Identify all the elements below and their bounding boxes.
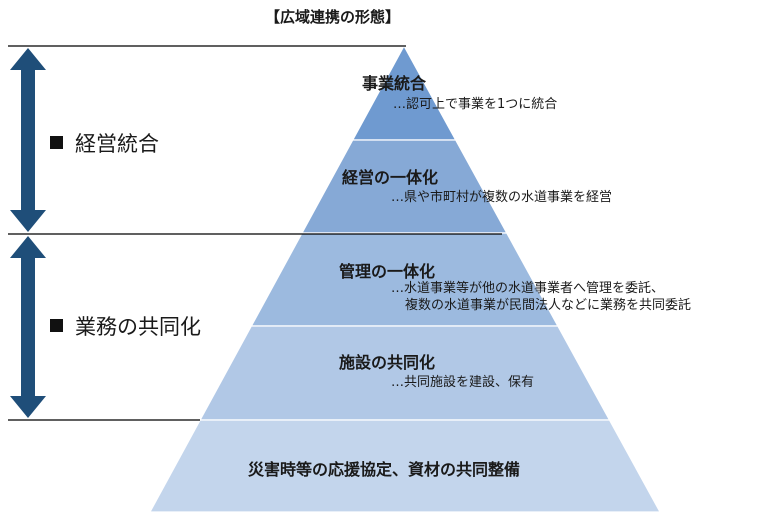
level-desc-business-integration: …認可上で事業を1つに統合 [393, 97, 558, 112]
operations-sharing-arrow [10, 236, 46, 418]
pyramid-level-4 [199, 325, 611, 421]
level-title-disaster-agreement: 災害時等の応援協定、資材の共同整備 [248, 460, 521, 479]
level-desc-facility-sharing: …共同施設を建設、保有 [391, 375, 535, 390]
level-desc-administration-unification-line1: …水道事業等が他の水道事業者へ管理を委託、 [391, 281, 665, 296]
management-integration-arrow [10, 48, 46, 232]
level-desc-administration-unification-line2: 複数の水道事業が民間法人などに業務を共同委託 [405, 298, 692, 313]
diagram-title: 【広域連携の形態】 [265, 8, 401, 26]
level-title-management-unification: 経営の一体化 [342, 168, 439, 187]
level-desc-management-unification: …県や市町村が複数の水道事業を経営 [391, 190, 613, 205]
level-title-facility-sharing: 施設の共同化 [339, 353, 436, 372]
square-bullet-icon [50, 319, 63, 332]
group-label-operations-sharing: 業務の共同化 [50, 311, 201, 341]
level-title-administration-unification: 管理の一体化 [339, 262, 436, 281]
level-title-business-integration: 事業統合 [362, 74, 427, 93]
square-bullet-icon [50, 136, 63, 149]
group-label-management-integration: 経営統合 [50, 128, 159, 158]
pyramid-level-5 [148, 419, 662, 513]
